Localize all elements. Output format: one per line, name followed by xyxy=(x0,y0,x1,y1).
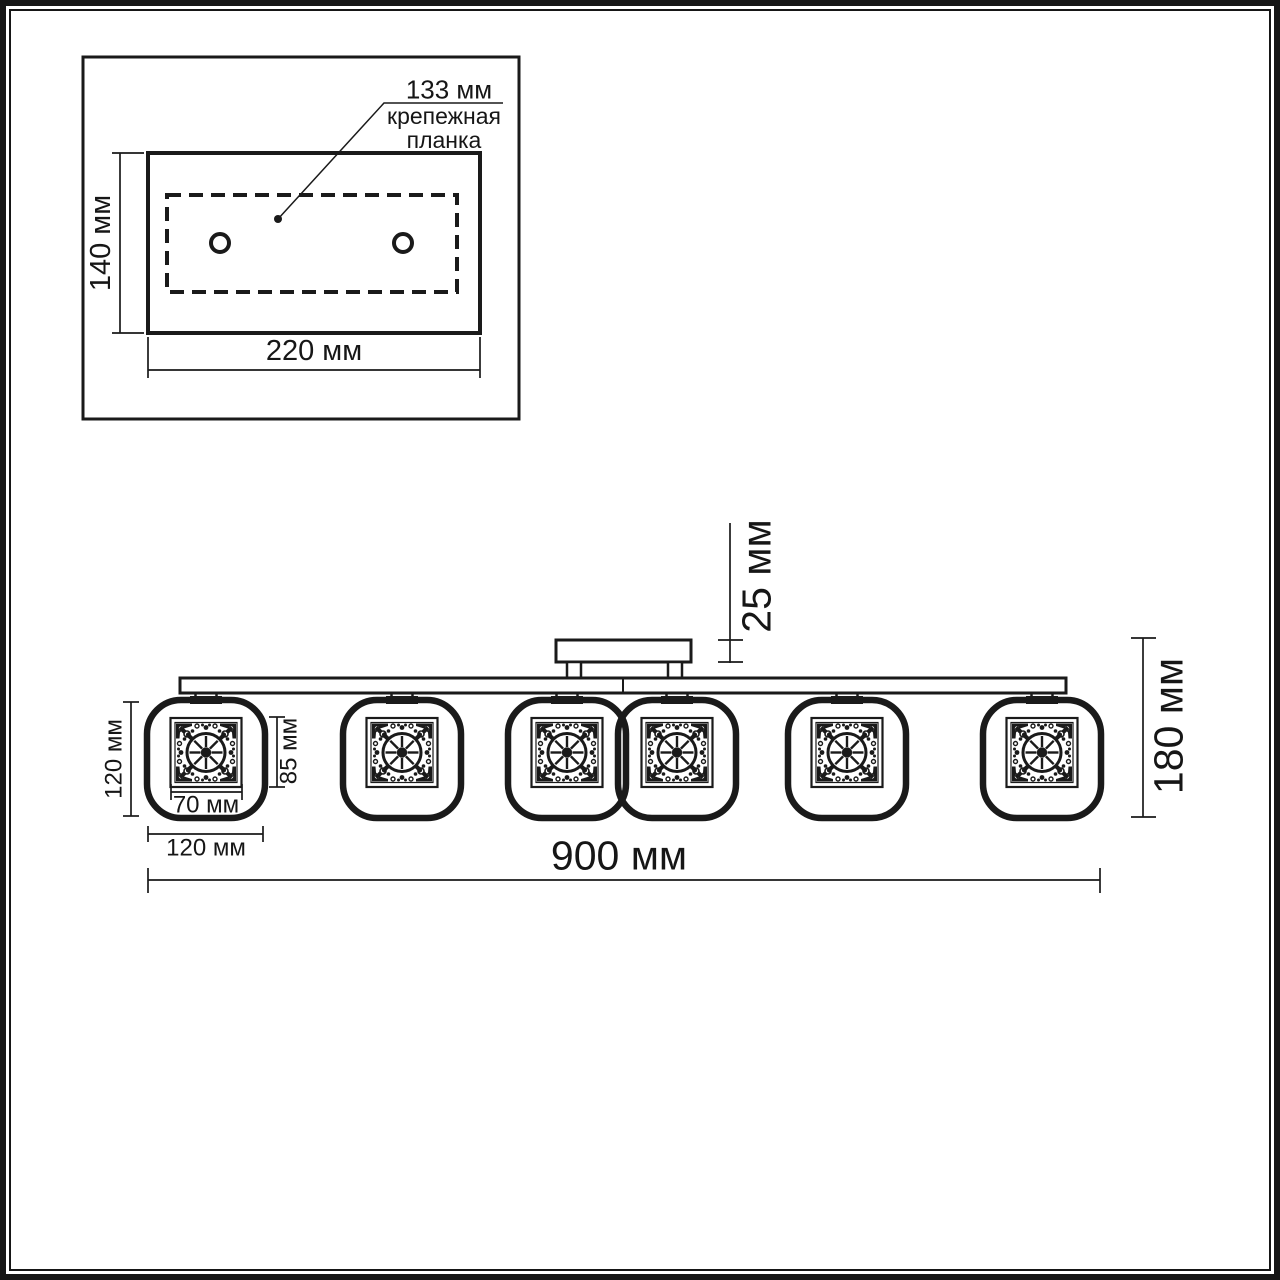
canopy-height-label: 25 мм xyxy=(733,519,780,633)
shade-height-label: 120 мм xyxy=(100,719,128,799)
lamp-shade-5 xyxy=(788,692,906,818)
insert-width-label: 70 мм xyxy=(172,791,240,819)
dim-canopy-height xyxy=(718,523,743,663)
bracket-caption: крепежная планка xyxy=(387,103,501,153)
fixture-side-view xyxy=(123,523,1156,893)
overall-height-label: 180 мм xyxy=(1145,657,1192,795)
dim-plate-width xyxy=(147,337,481,378)
dim-plate-height xyxy=(112,152,144,334)
lamp-shade-2 xyxy=(343,692,461,818)
dim-shade-width xyxy=(147,826,264,842)
inset-frame xyxy=(81,55,521,421)
lamp-shade-6 xyxy=(983,692,1101,818)
canopy xyxy=(554,638,693,664)
canopy-leg-left xyxy=(565,660,583,681)
ceiling-plate-outline xyxy=(146,151,482,335)
insert-height-label: 85 мм xyxy=(275,717,303,785)
mounting-bracket-dashed xyxy=(165,193,459,294)
mounting-diagram-inset xyxy=(81,55,521,421)
dim-insert-width xyxy=(170,784,243,800)
dim-overall-height xyxy=(1131,637,1156,818)
dim-shade-height xyxy=(123,701,139,817)
overall-length-label: 900 мм xyxy=(550,832,688,879)
lamp-shade-3 xyxy=(508,692,626,818)
plate-width-label: 220 мм xyxy=(265,334,363,367)
screw-hole-left xyxy=(209,232,231,254)
bracket-length-label: 133 мм xyxy=(405,74,493,105)
plate-height-label: 140 мм xyxy=(84,194,117,292)
bracket-caption-line2: планка xyxy=(406,127,482,153)
bracket-caption-line1: крепежная xyxy=(387,103,501,130)
dim-overall-length xyxy=(147,868,1101,893)
leader-line xyxy=(274,102,503,223)
dim-insert-height xyxy=(269,716,285,788)
canopy-leg-right xyxy=(666,660,684,681)
screw-hole-right xyxy=(392,232,414,254)
lamp-shade-4 xyxy=(618,692,736,818)
shade-width-label: 120 мм xyxy=(166,834,246,862)
